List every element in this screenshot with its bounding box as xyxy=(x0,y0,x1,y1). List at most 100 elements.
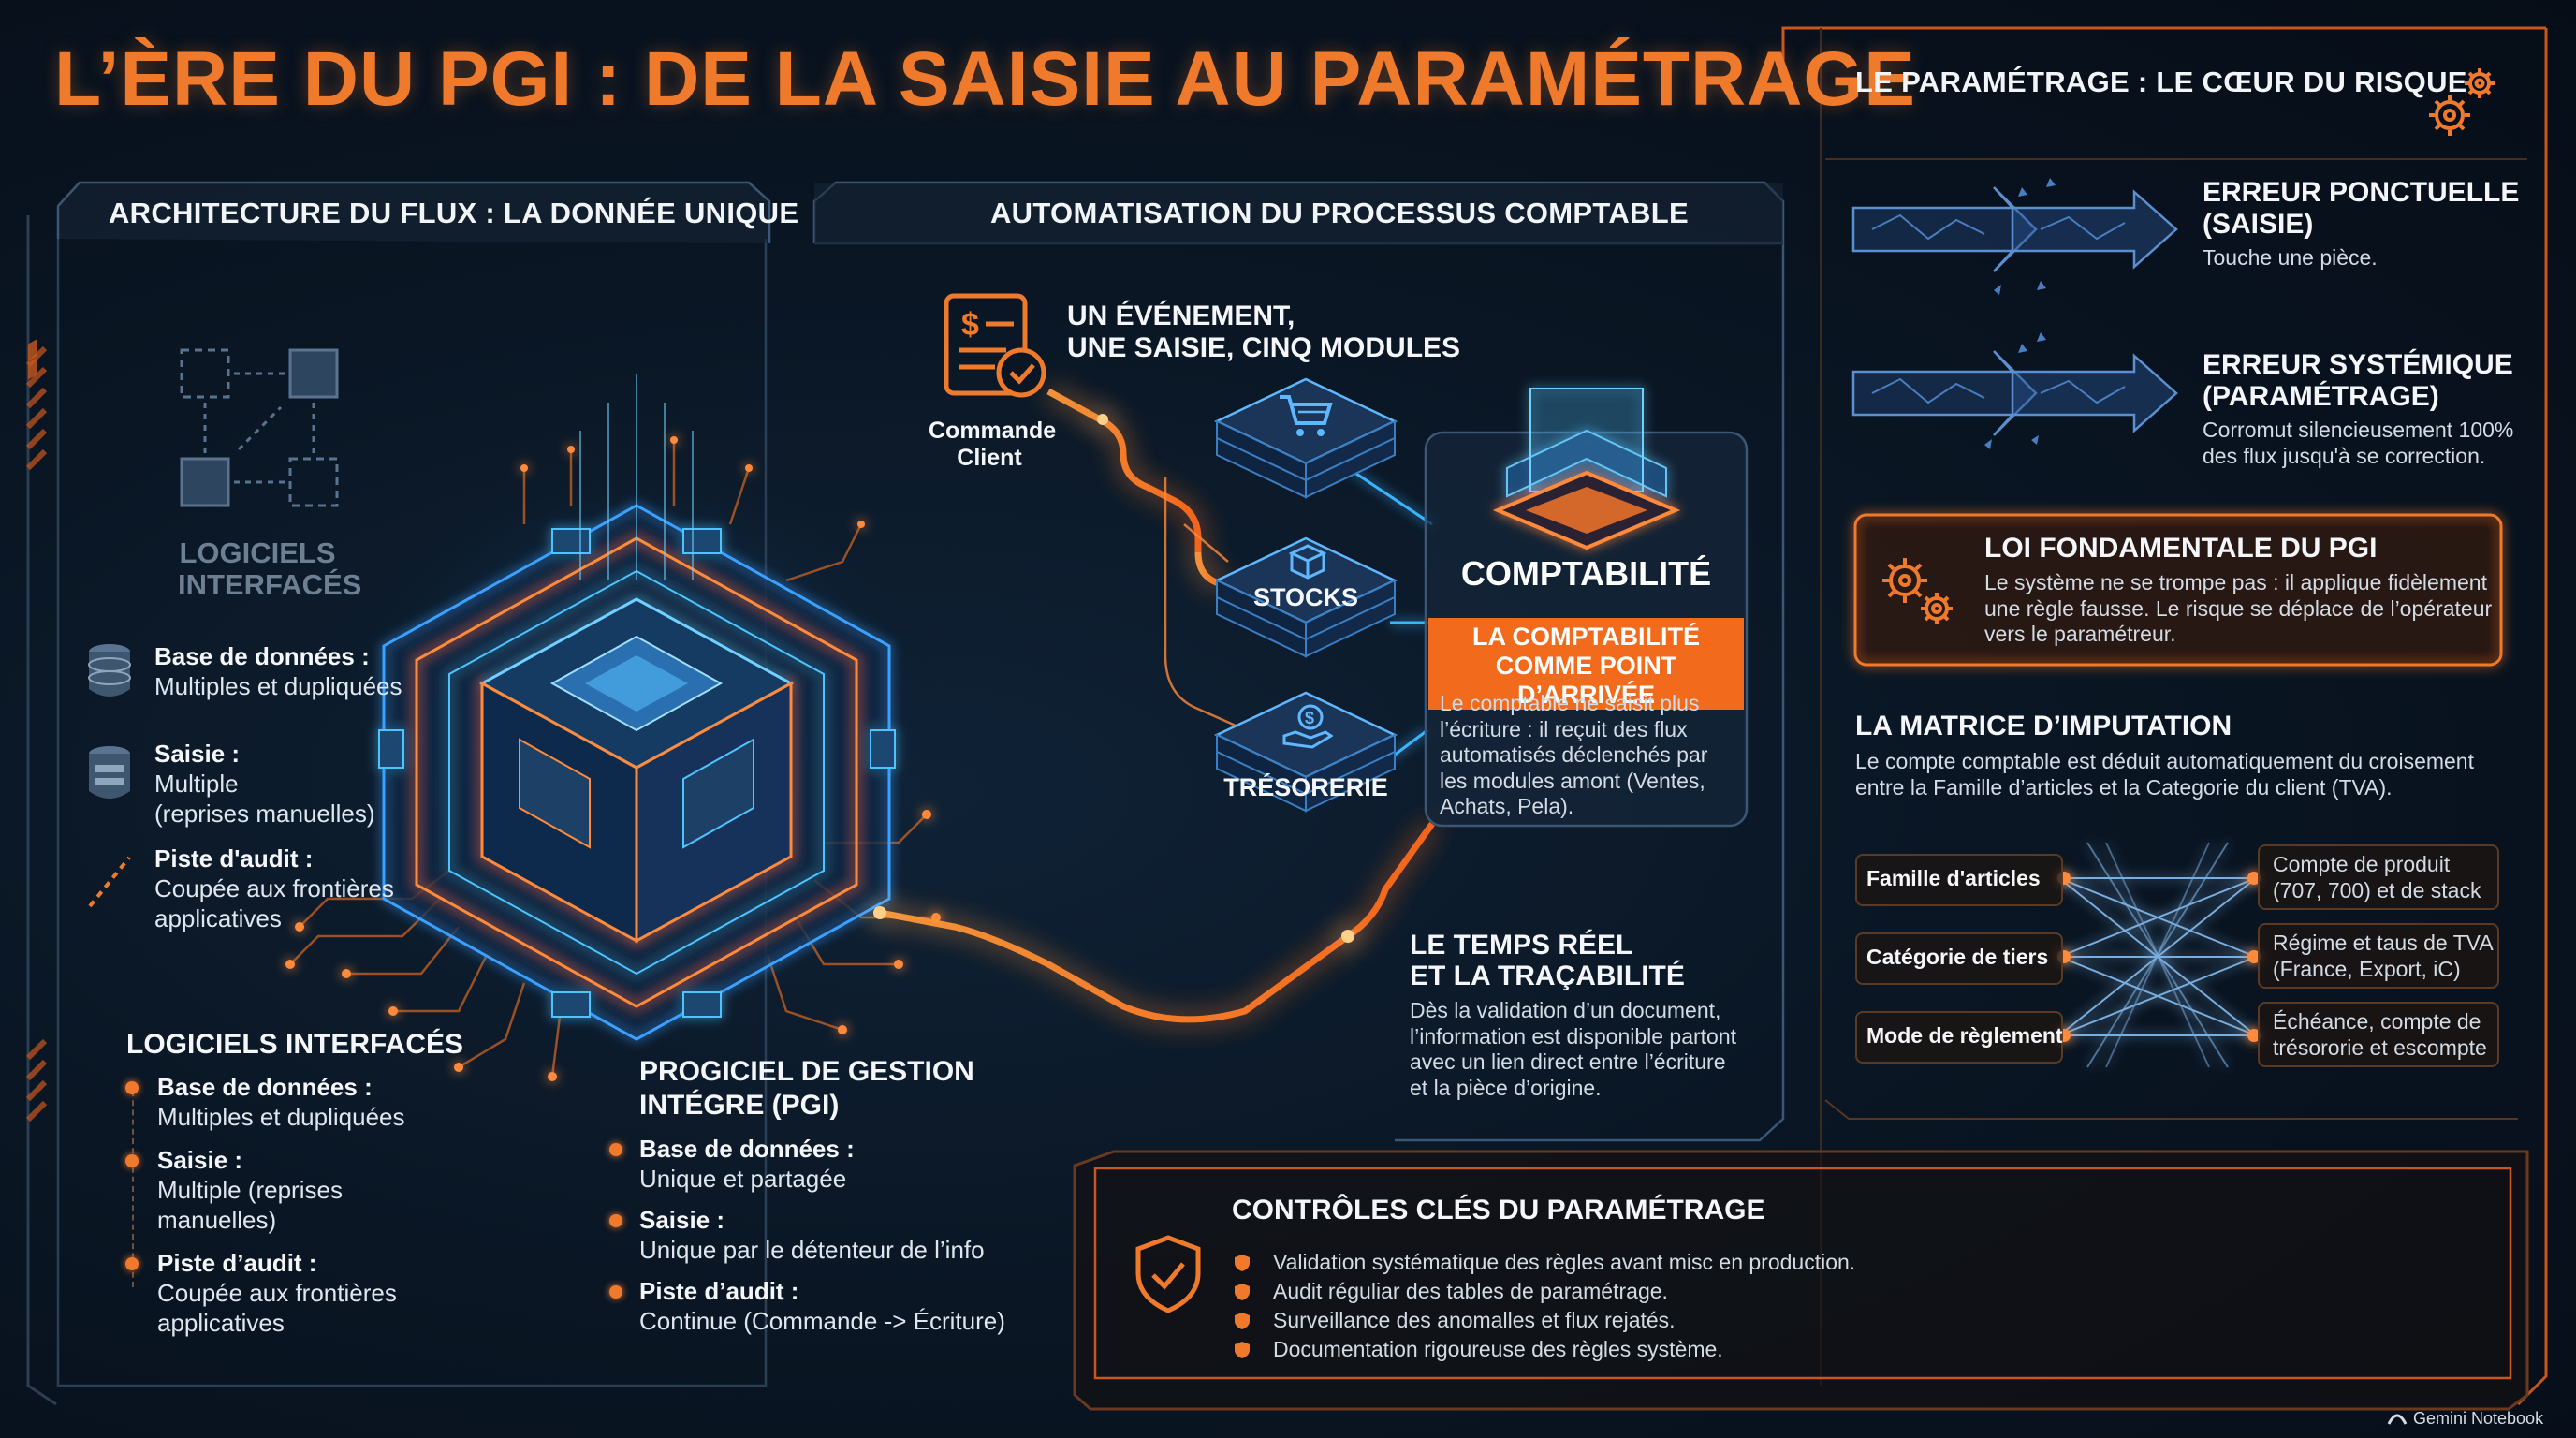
matrix-output-2: Régime et taus de TVA (France, Export, i… xyxy=(2258,923,2499,989)
interfaced-item-3-value2: applicatives xyxy=(157,1309,285,1337)
interfaced-bullet-2 xyxy=(125,1154,139,1167)
matrix-input-1: Famille d'articles xyxy=(1855,854,2063,906)
event-line2: UNE SAISIE, CINQ MODULES xyxy=(1067,332,1461,363)
accounting-band-line1: LA COMPTABILITÉ xyxy=(1472,623,1700,651)
pgi-bullet-3 xyxy=(609,1285,622,1299)
box-icon xyxy=(1289,544,1326,580)
right-panel-title: LE PARAMÉTRAGE : LE CŒUR DU RISQUE xyxy=(1855,66,2467,98)
interfaced-connector xyxy=(132,1091,136,1287)
pgi-cube xyxy=(378,504,896,1041)
pgi-item-1-label: Base de données : xyxy=(639,1135,855,1163)
error-2-desc-2: des flux jusqu'à se correction. xyxy=(2203,443,2486,468)
event-line1: UN ÉVÉNEMENT, xyxy=(1067,301,1295,331)
interfaced-modules-icon xyxy=(180,348,339,507)
matrix-input-2: Catégorie de tiers xyxy=(1855,932,2063,985)
matrix-input-2-label: Catégorie de tiers xyxy=(1866,945,2049,969)
error-arrows xyxy=(1852,178,2178,449)
matrix-output-1: Compte de produit (707, 700) et de stack xyxy=(2258,844,2499,910)
order-document-icon: $ xyxy=(944,293,1046,398)
realtime-desc-4: et la pièce d’origine. xyxy=(1410,1075,1602,1100)
law-line-3: vers le paramétreur. xyxy=(1984,622,2176,647)
shield-check-icon xyxy=(1135,1235,1201,1313)
center-panel-title: AUTOMATISATION DU PROCESSUS COMPTABLE xyxy=(990,197,1689,229)
matrix-input-3-label: Mode de règlement xyxy=(1866,1023,2063,1048)
accounting-desc-2: l’écriture : il reçuit des flux xyxy=(1440,716,1688,741)
left-item-2-value2: (reprises manuelles) xyxy=(154,800,375,828)
law-line-2: une règle fausse. Le risque se déplace d… xyxy=(1984,595,2493,621)
pgi-title-line1: PROGICIEL DE GESTION xyxy=(639,1056,974,1087)
accounting-band-line2: COMME POINT D’ARRIVÉE xyxy=(1495,652,1677,710)
interfaced-item-1-value: Multiples et dupliquées xyxy=(157,1103,405,1131)
interfaced-bullet-1 xyxy=(125,1081,139,1094)
controls-item-1: Validation systématique des règles avant… xyxy=(1234,1248,1855,1277)
controls-item-1-text: Validation systématique des règles avant… xyxy=(1273,1249,1856,1274)
interfaced-item-1-label: Base de données : xyxy=(157,1073,373,1101)
pgi-item-3-value: Continue (Commande -> Écriture) xyxy=(639,1307,1005,1335)
error-1-title-line1: ERREUR PONCTUELLE xyxy=(2203,177,2520,208)
accounting-desc-1: Le comptable ne saisit plus xyxy=(1440,691,1700,715)
small-shield-icon xyxy=(1235,1341,1250,1358)
pgi-bullet-1 xyxy=(609,1143,622,1156)
footer-brand-text: Gemini Notebook xyxy=(2413,1409,2544,1428)
accounting-desc-3: automatisés déclenchés par xyxy=(1440,742,1708,768)
matrix-output-2-line2: (France, Export, iC) xyxy=(2273,956,2461,981)
controls-item-3-text: Surveillance des anomalles et flux rejat… xyxy=(1273,1307,1676,1332)
interfaced-item-3-label: Piste d’audit : xyxy=(157,1249,317,1277)
small-shield-icon xyxy=(1235,1254,1250,1271)
page-title: L’ÈRE DU PGI : DE LA SAISIE AU PARAMÉTRA… xyxy=(54,37,1916,122)
small-shield-icon xyxy=(1235,1312,1250,1329)
error-1-title-line2: (SAISIE) xyxy=(2203,209,2314,240)
realtime-title-line1: LE TEMPS RÉEL xyxy=(1410,930,1633,961)
left-item-2-label: Saisie : xyxy=(154,740,241,768)
left-item-3-value1: Coupée aux frontières xyxy=(154,874,394,902)
matrix-output-1-line2: (707, 700) et de stack xyxy=(2273,877,2481,902)
interfaced-item-2-value2: manuelles) xyxy=(157,1206,277,1234)
accounting-desc-5: Achats, Pela). xyxy=(1440,794,1574,819)
left-panel-title: ARCHITECTURE DU FLUX : LA DONNÉE UNIQUE xyxy=(109,197,799,229)
matrix-input-3: Mode de règlement xyxy=(1855,1011,2063,1064)
matrix-lines xyxy=(2058,842,2257,1068)
left-item-1-value: Multiples et dupliquées xyxy=(154,672,402,700)
accounting-title: COMPTABILITÉ xyxy=(1460,554,1712,593)
order-label-line1: Commande xyxy=(929,418,1057,444)
module-stocks-label: STOCKS xyxy=(1252,583,1359,611)
controls-item-4: Documentation rigoureuse des règles syst… xyxy=(1234,1335,1855,1364)
law-gears-icon xyxy=(1882,558,1953,624)
error-1-desc: Touche une pièce. xyxy=(2203,245,2378,270)
svg-text:$: $ xyxy=(1305,709,1314,727)
module-tresorerie-label: TRÉSORERIE xyxy=(1223,773,1388,801)
realtime-desc-1: Dès la validation d’un document, xyxy=(1410,998,1721,1022)
database-stack-icon xyxy=(89,746,130,799)
realtime-title-line2: ET LA TRAÇABILITÉ xyxy=(1410,961,1685,991)
footer-brand: Gemini Notebook xyxy=(2387,1409,2543,1429)
money-hand-icon: $ xyxy=(1282,704,1333,749)
database-icon xyxy=(88,644,131,697)
controls-item-2-text: Audit réguliar des tables de paramétrage… xyxy=(1273,1278,1668,1303)
left-item-1-label: Base de données : xyxy=(154,642,370,670)
realtime-desc-2: l’information est disponible partont xyxy=(1410,1023,1737,1049)
broken-line-icon xyxy=(88,856,131,908)
pgi-item-3-label: Piste d’audit : xyxy=(639,1277,799,1305)
pgi-item-2-label: Saisie : xyxy=(639,1206,725,1234)
matrix-output-2-line1: Régime et taus de TVA xyxy=(2273,931,2494,955)
left-item-3-label: Piste d'audit : xyxy=(154,844,314,873)
svg-text:$: $ xyxy=(961,307,979,343)
matrix-desc-2: entre la Famille d’articles et la Catego… xyxy=(1855,774,2393,800)
pgi-item-1-value: Unique et partagée xyxy=(639,1165,847,1193)
left-item-2-value1: Multiple xyxy=(154,770,239,798)
matrix-input-1-label: Famille d'articles xyxy=(1866,866,2041,890)
law-line-1: Le système ne se trompe pas : il appliqu… xyxy=(1984,570,2487,594)
pgi-title-line2: INTÉGRE (PGI) xyxy=(639,1090,840,1121)
interfaced-item-3-value1: Coupée aux frontières xyxy=(157,1279,397,1307)
interfaced-bullet-3 xyxy=(125,1257,139,1270)
controls-item-3: Surveillance des anomalles et flux rejat… xyxy=(1234,1306,1855,1335)
left-item-3-value2: applicatives xyxy=(154,904,282,932)
interfaced-item-2-label: Saisie : xyxy=(157,1146,243,1174)
cart-icon xyxy=(1280,395,1333,436)
accounting-desc-4: les modules amont (Ventes, xyxy=(1440,768,1705,793)
gears-icon xyxy=(2429,68,2495,136)
error-2-title-line2: (PARAMÉTRAGE) xyxy=(2203,381,2439,412)
error-2-desc-1: Corromut silencieusement 100% xyxy=(2203,418,2514,442)
matrix-output-3-line2: trésororie et escompte xyxy=(2273,1034,2487,1060)
matrix-output-3: Échéance, compte de trésororie et escomp… xyxy=(2258,1002,2499,1067)
